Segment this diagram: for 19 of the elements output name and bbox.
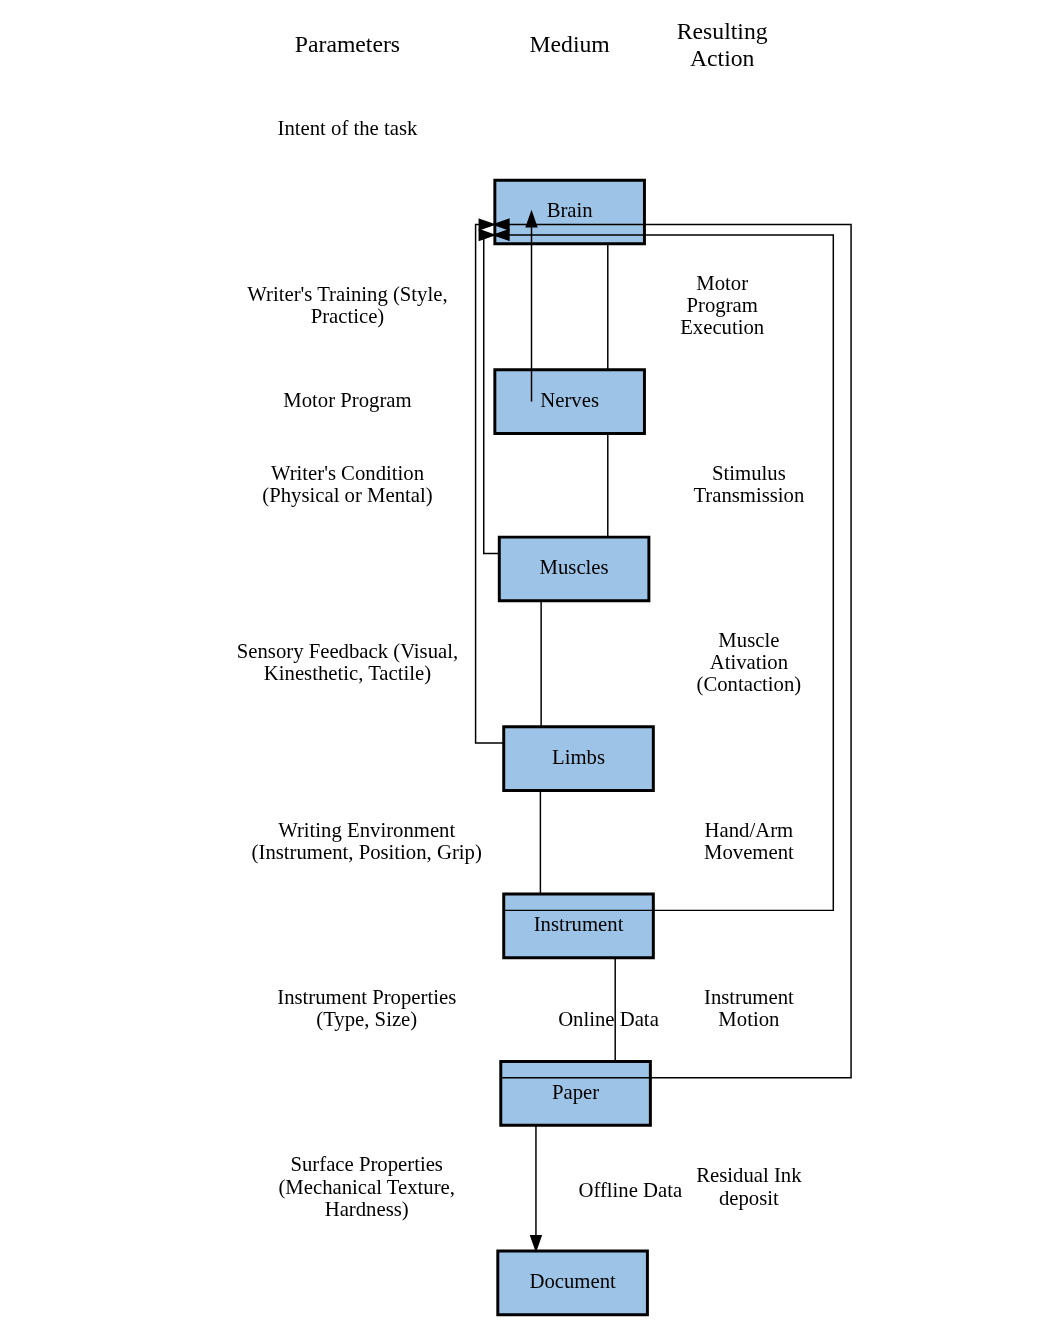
label: Sensory Feedback (Visual, Kinesthetic, Tactile) xyxy=(236,640,459,685)
label: Residual Ink deposit xyxy=(696,1164,802,1209)
edge-label: Online Data xyxy=(558,1007,659,1030)
label: Writing Environment (Instrument, Position, Grip) xyxy=(251,818,482,863)
label: Hand/Arm Movement xyxy=(703,818,794,863)
label: Resulting Action xyxy=(676,18,768,71)
label: Instrument Motion xyxy=(703,985,794,1031)
label: Writer's Condition (Physical or Mental) xyxy=(262,461,433,506)
label: Motor Program xyxy=(283,389,412,412)
edge-label: Offline Data xyxy=(578,1179,683,1202)
label: Motor Program Execution xyxy=(680,272,765,339)
label: Muscle Ativation (Contaction) xyxy=(696,629,802,696)
label: Medium xyxy=(529,31,610,58)
label: Stimulus Transmission xyxy=(693,461,805,506)
label: Writer's Training (Style, Practice) xyxy=(247,283,448,328)
label: Instrument Properties (Type, Size) xyxy=(277,985,457,1031)
label: Surface Properties (Mechanical Texture, Hardness) xyxy=(278,1153,455,1220)
label: Intent of the task xyxy=(277,117,418,140)
label: Parameters xyxy=(294,31,401,58)
